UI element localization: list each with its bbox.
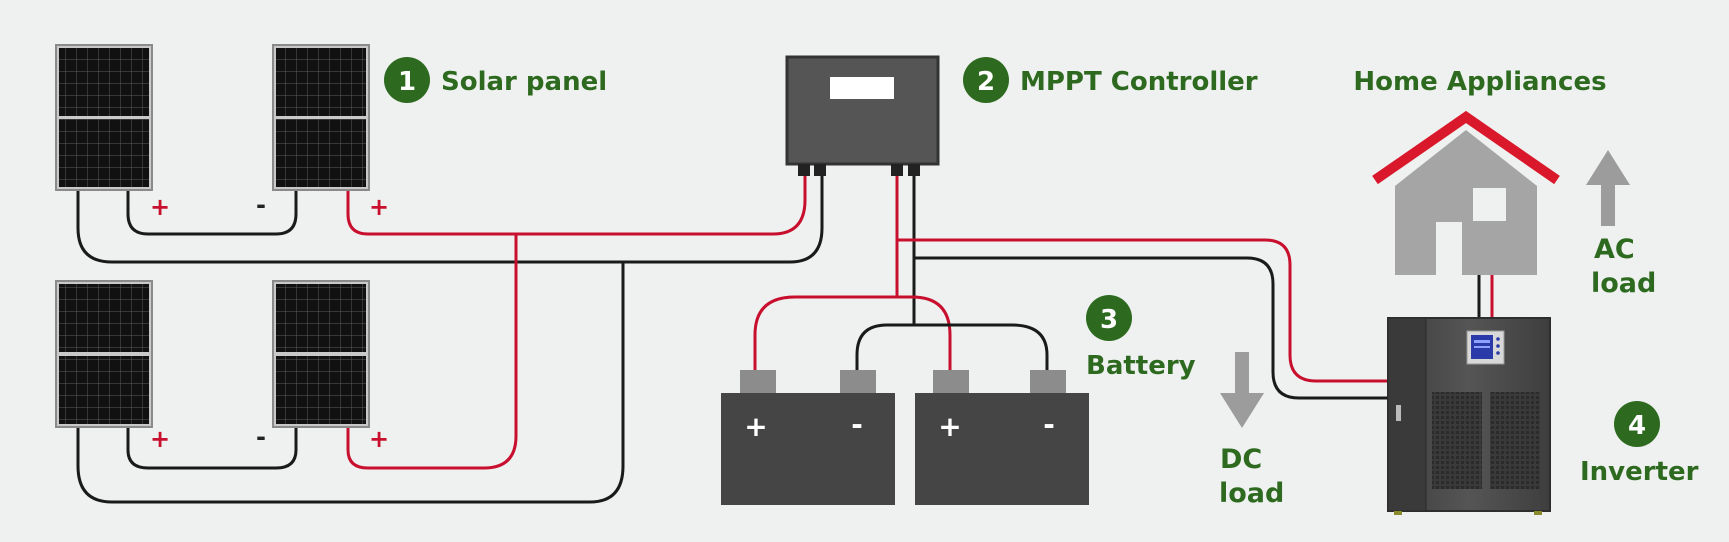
home-appliances-label: Home Appliances (1353, 67, 1606, 97)
solar-panel-icon (55, 44, 153, 191)
battery-icon (915, 370, 1089, 505)
solar-panel-icon (272, 280, 370, 428)
solar-panel-label: Solar panel (441, 67, 607, 97)
badge-number-text: 3 (1100, 305, 1118, 335)
panel-terminal-positive: + (369, 193, 389, 221)
battery-label: Battery (1086, 351, 1196, 381)
wire-bottom-positive (346, 234, 518, 470)
panel-terminal-positive: + (369, 425, 389, 453)
arrow-down-icon (1220, 352, 1264, 428)
wire-top-negative-bus (76, 170, 824, 264)
solar-panel-icon (272, 44, 370, 191)
wiring (76, 170, 1494, 504)
dc-load-label-line2: load (1219, 478, 1284, 509)
badge-number-text: 1 (398, 67, 416, 97)
panel-terminal-positive: + (150, 193, 170, 221)
battery-terminal-negative: - (851, 408, 863, 441)
wire-top-positive-bus (346, 170, 807, 236)
mppt-controller-label: MPPT Controller (1020, 67, 1258, 97)
label-dc-load: DC load (1219, 444, 1284, 509)
panel-terminal-negative: - (256, 191, 266, 219)
wire-bottom-negative (76, 262, 625, 504)
wire-battery-positive-link (753, 295, 952, 370)
solar-panel-icon (55, 280, 153, 428)
battery-terminal-positive: + (744, 410, 767, 443)
ac-load-label-line1: AC (1594, 234, 1635, 265)
inverter-label: Inverter (1580, 457, 1699, 487)
wire-battery-negative-link (855, 323, 1049, 370)
arrow-up-icon (1586, 150, 1630, 226)
inverter-icon (1387, 317, 1551, 515)
house-icon (1372, 110, 1560, 275)
badge-number-3 (1086, 295, 1132, 341)
badge-number-1 (384, 57, 430, 103)
wire-bottom-series (126, 427, 298, 470)
panel-terminal-positive: + (150, 425, 170, 453)
wire-inverter-negative (914, 256, 1388, 400)
wire-inverter-positive (897, 238, 1388, 383)
dc-load-label-line1: DC (1220, 444, 1262, 475)
label-solar-panel: 1 Solar panel (384, 57, 607, 103)
label-battery: 3 Battery (1086, 295, 1196, 381)
battery-icon (721, 370, 895, 505)
wire-top-series (126, 190, 298, 236)
battery-terminal-positive: + (938, 410, 961, 443)
label-mppt-controller: 2 MPPT Controller (963, 57, 1258, 103)
badge-number-4 (1614, 401, 1660, 447)
label-inverter: 4 Inverter (1580, 401, 1699, 487)
battery-terminal-negative: - (1043, 408, 1055, 441)
badge-number-2 (963, 57, 1009, 103)
badge-number-text: 2 (977, 67, 995, 97)
ac-load-label-line2: load (1591, 268, 1656, 299)
badge-number-text: 4 (1628, 411, 1646, 441)
label-ac-load: AC load (1591, 234, 1656, 299)
mppt-controller-icon (785, 55, 940, 176)
panel-terminal-negative: - (256, 423, 266, 451)
